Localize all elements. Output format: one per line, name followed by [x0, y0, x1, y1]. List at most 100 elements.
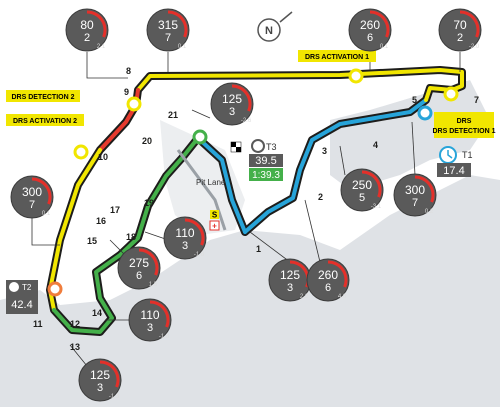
gauge-gforce: 4.0: [338, 294, 347, 300]
pit-lane: Pit Lane S +: [176, 149, 227, 231]
turn-9-label: 9: [124, 87, 129, 97]
gauge-gear: 2: [457, 32, 463, 44]
sector-blue-pit: [196, 136, 247, 234]
turn-19-label: 19: [144, 198, 154, 208]
t3-lap-time: 1:39.3: [252, 170, 280, 181]
timing-t3: T3 39.5 1:39.3: [230, 139, 283, 181]
turn-14-label: 14: [92, 308, 102, 318]
gauge-red-arc: [184, 218, 205, 246]
gauge-red-arc: [459, 10, 480, 38]
turn-numbers: 1 2 3 4 5 7 8 9 10 11 12 13 14 15 16 17 …: [33, 66, 479, 352]
gauge-gear: 6: [367, 32, 373, 44]
turn-11-label: 11: [33, 319, 43, 329]
turn-18-label: 18: [126, 232, 136, 242]
t2-time: 42.4: [11, 299, 32, 311]
gauge-speed: 300: [405, 183, 425, 197]
gauge-red-arc: [31, 177, 52, 205]
turn-8-label: 8: [126, 66, 131, 76]
turn-17-label: 17: [110, 205, 120, 215]
sector-yellow-top: [136, 68, 464, 102]
gauge-gear: 7: [165, 32, 171, 44]
gauge-gforce: 0.1: [42, 211, 51, 217]
turn-21-label: 21: [168, 110, 178, 120]
t3-timing-marker: [192, 129, 208, 145]
compass: N: [257, 11, 293, 42]
gauge-gear: 3: [229, 106, 235, 118]
drs-detection-2-label: DRS DETECTION 2: [11, 94, 74, 101]
drs-activation-2-marker: [73, 144, 89, 160]
gauge-gforce: -3.1: [371, 204, 382, 210]
gauge-speed: 300: [22, 185, 42, 199]
drs-detection-1-marker: [443, 86, 459, 102]
svg-text:DRS: DRS: [457, 118, 472, 125]
drs-detection-2-marker: [126, 96, 142, 112]
gauge-gear: 7: [412, 197, 418, 209]
gauge-red-arc: [369, 10, 390, 38]
gauge-red-arc: [167, 10, 188, 38]
gauge-gear: 6: [325, 282, 331, 294]
svg-text:+: +: [212, 222, 217, 231]
gauge-gforce: 0.2: [425, 209, 434, 215]
turn-10-label: 10: [98, 152, 108, 162]
gauge-speed: 70: [453, 18, 467, 32]
drs-labels: DRS ACTIVATION 1 DRS DETECTION 2 DRS ACT…: [6, 50, 496, 138]
gauge-speed: 110: [175, 226, 194, 240]
turn-12-label: 12: [70, 319, 80, 329]
t3-time: 39.5: [255, 155, 276, 167]
gauge-gforce: 0.1: [178, 44, 187, 50]
gauge-red-arc: [231, 84, 252, 112]
sector-green: [52, 136, 200, 334]
t3-label: T3: [266, 142, 277, 152]
track-markers: [47, 68, 459, 297]
sector-yellow-left: [48, 148, 102, 312]
gauge-speed: 315: [158, 18, 178, 32]
turn-7-label: 7: [474, 95, 479, 105]
turn-4-label: 4: [373, 140, 378, 150]
t2-label: T2: [22, 283, 32, 292]
gauge-red-arc: [327, 260, 348, 288]
svg-text:S: S: [212, 211, 218, 220]
gauge-gforce: 1.5: [149, 282, 158, 288]
gauge-red-arc: [99, 360, 120, 388]
drs-activation-2-label: DRS ACTIVATION 2: [13, 118, 77, 125]
drs-activation-1-label: DRS ACTIVATION 1: [305, 54, 369, 61]
gauge-gforce: -1.8: [194, 252, 205, 258]
gauge-gforce: -2.6: [241, 118, 252, 124]
gauge-gforce: 2.1: [97, 44, 106, 50]
gauge-speed: 110: [140, 308, 159, 322]
drs-detection-1-label: DRS DETECTION 1: [432, 128, 495, 135]
speed-gauges: 8022.131570.126060.1702-2.01253-2.630070…: [10, 8, 482, 402]
gauge-gear: 3: [147, 322, 153, 334]
turn-15-label: 15: [87, 236, 97, 246]
turn-20-label: 20: [142, 136, 152, 146]
t1-time: 17.4: [443, 165, 464, 177]
gauge-gear: 3: [287, 282, 293, 294]
gauge-red-arc: [149, 300, 170, 328]
speed-gauge-g-70: 702-2.0: [438, 8, 482, 52]
t2-timing-marker: [47, 281, 63, 297]
gauge-gforce: -1.3: [109, 394, 120, 400]
gauge-gear: 7: [29, 199, 35, 211]
gauge-gear: 6: [136, 270, 142, 282]
drs-activation-1-marker: [348, 68, 364, 84]
gauge-speed: 260: [318, 268, 338, 282]
gauge-gforce: -1.8: [159, 334, 170, 340]
gauge-speed: 80: [80, 18, 94, 32]
t1-label: T1: [462, 150, 473, 160]
gauge-red-arc: [138, 248, 159, 276]
gauge-speed: 125: [280, 268, 300, 282]
sector-blue: [243, 98, 428, 234]
gauge-red-arc: [86, 10, 107, 38]
gauge-speed: 125: [90, 368, 110, 382]
track-sectors: [48, 68, 464, 334]
gauge-speed: 275: [129, 256, 149, 270]
gauge-speed: 260: [360, 18, 380, 32]
